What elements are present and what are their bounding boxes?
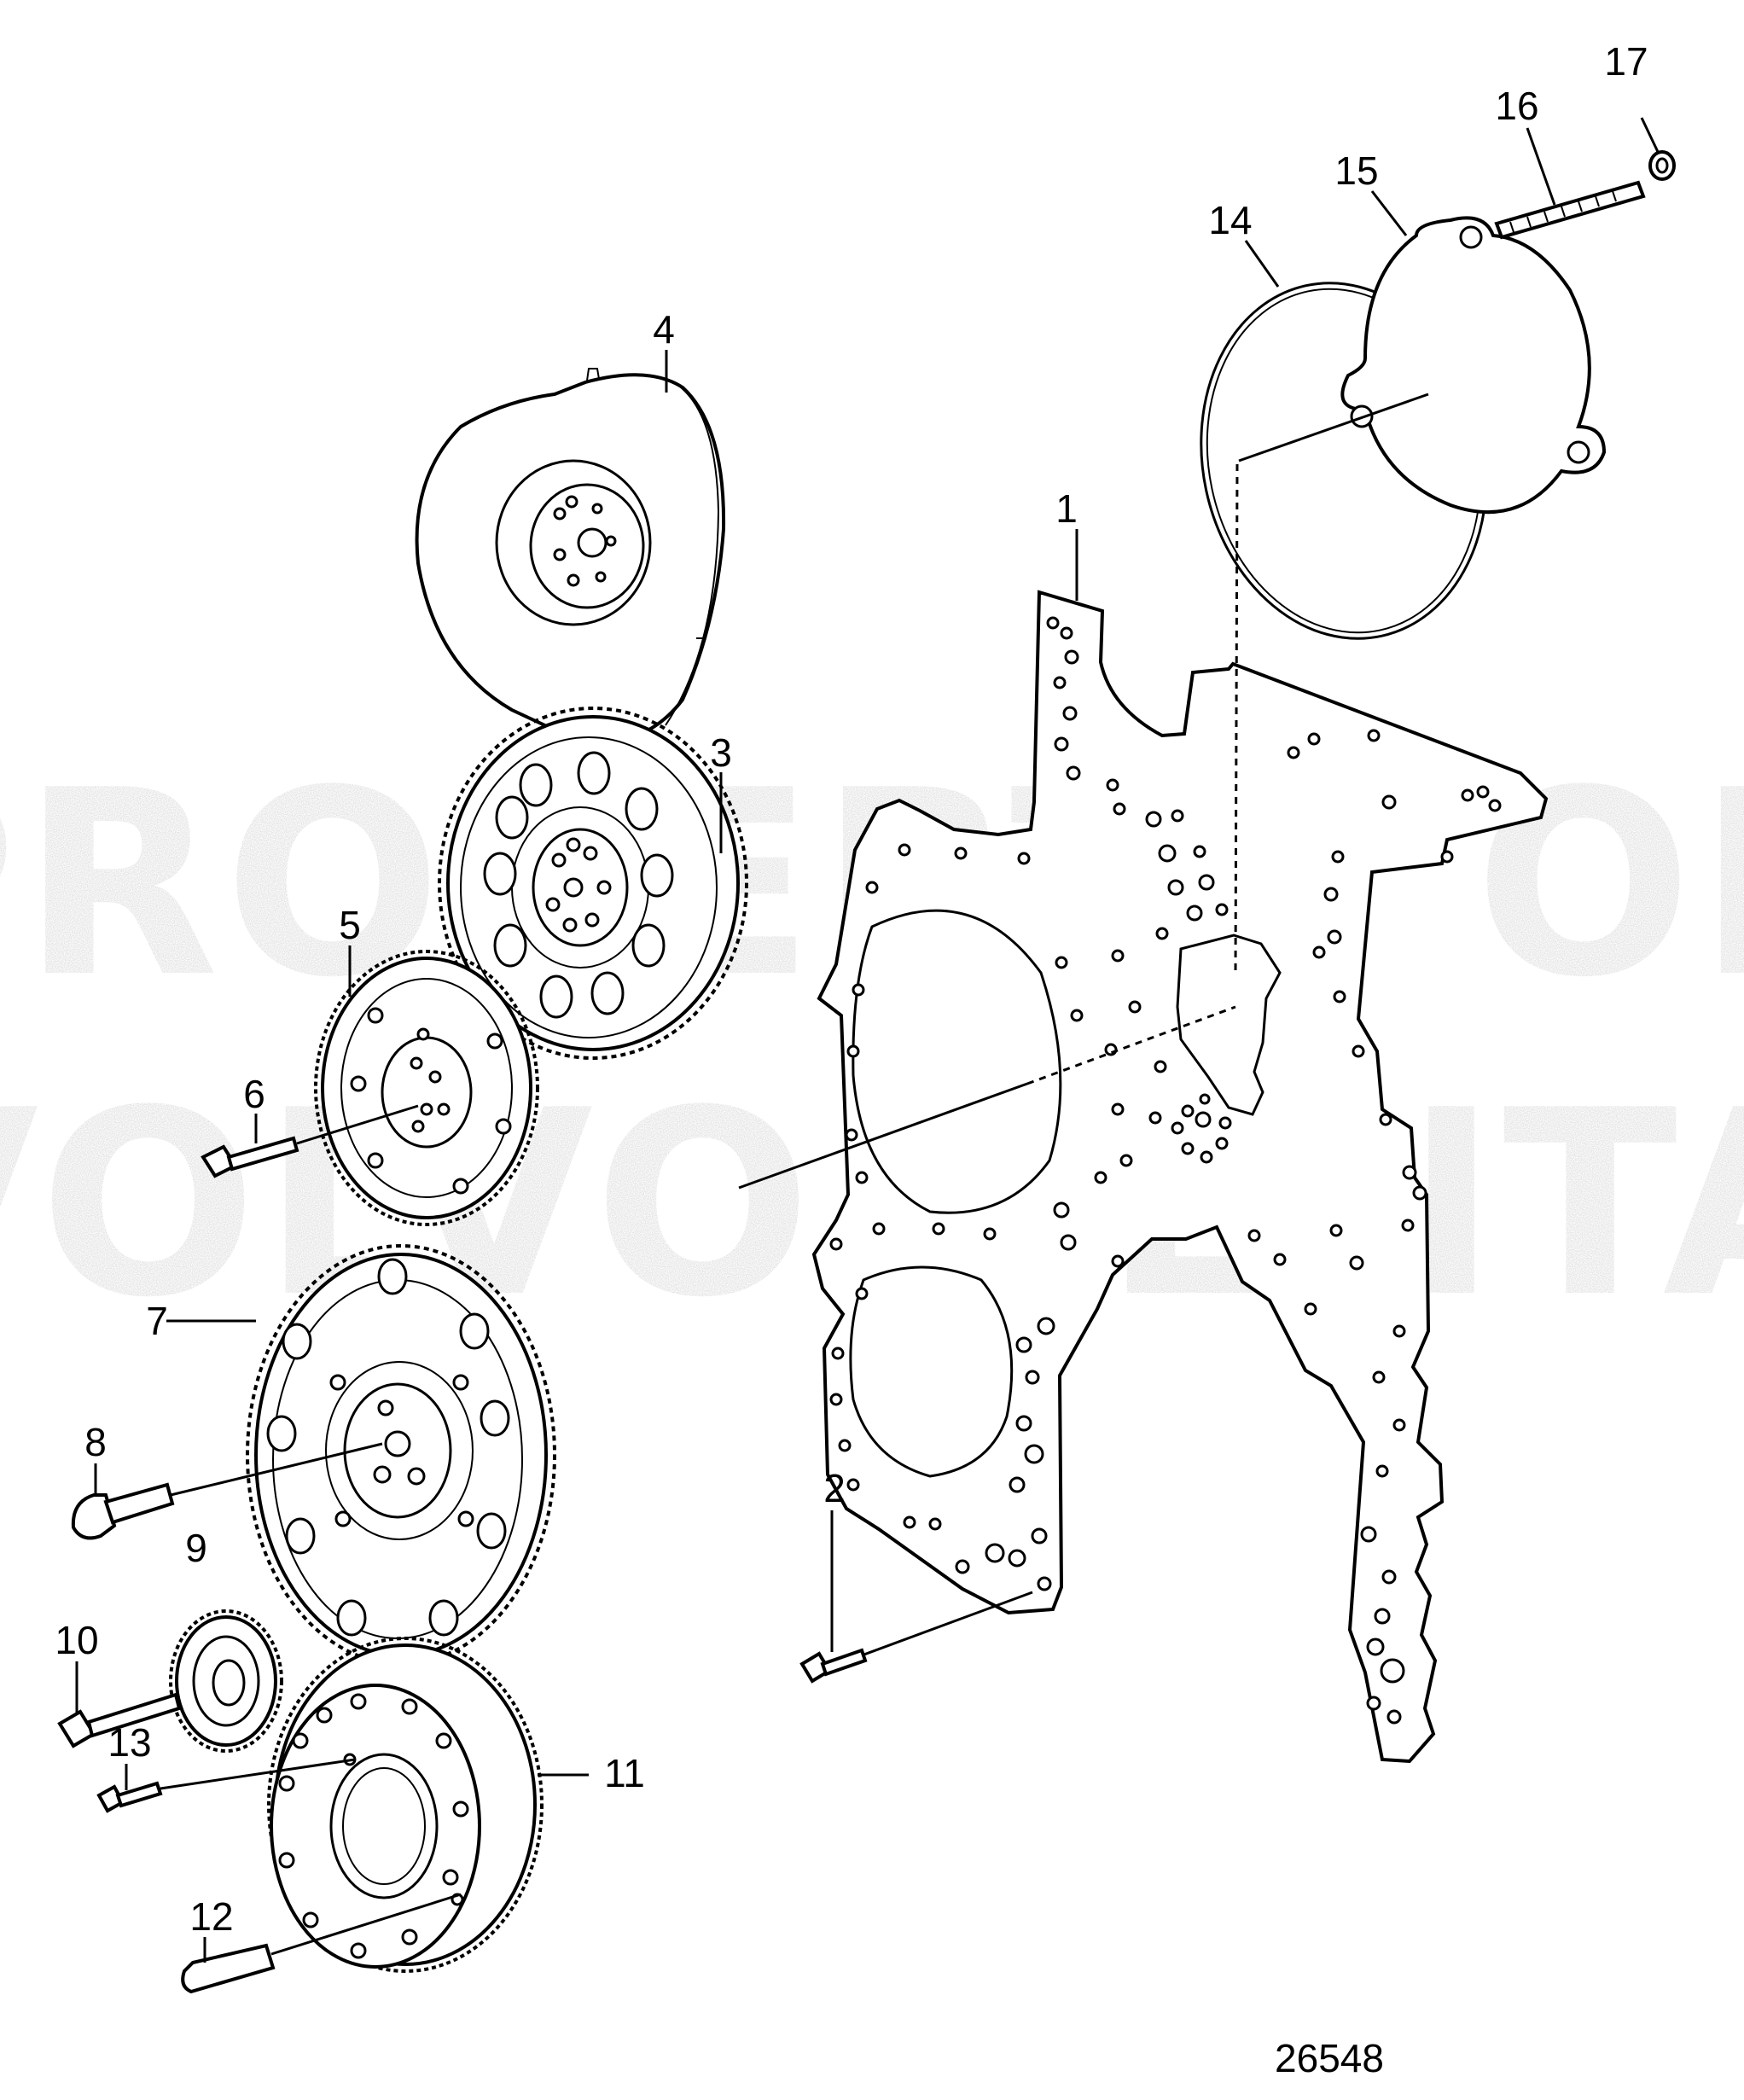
callout-16: 16 [1495, 84, 1538, 128]
part-9-small-gear [169, 1609, 283, 1753]
callout-12: 12 [189, 1894, 233, 1939]
part-3-gear [438, 707, 748, 1060]
part-16-stud [1494, 180, 1646, 240]
callout-1: 1 [1055, 486, 1078, 531]
callout-3: 3 [710, 730, 732, 775]
part-6-bolt [201, 1136, 299, 1178]
callout-17: 17 [1604, 39, 1648, 84]
callout-9: 9 [185, 1526, 207, 1570]
part-5-gear [314, 950, 539, 1226]
callouts: 1 2 3 4 5 6 7 8 9 10 11 12 13 14 15 16 1… [55, 39, 1648, 1939]
part-12-pin [181, 1943, 276, 1994]
callout-14: 14 [1208, 198, 1252, 242]
part-17-nut [1648, 150, 1676, 181]
part-15-cover [1340, 216, 1607, 515]
callout-6: 6 [243, 1072, 265, 1116]
part-11-hub-gear [267, 1637, 544, 1973]
part-2-bolt [799, 1648, 868, 1684]
part-4-disc [415, 368, 726, 743]
part-8-bolt [71, 1482, 175, 1540]
callout-5: 5 [339, 903, 361, 947]
callout-7: 7 [146, 1299, 168, 1343]
callout-11: 11 [604, 1751, 645, 1795]
figure-number: 26548 [1275, 2036, 1384, 2080]
part-1-timing-plate [811, 590, 1549, 1764]
callout-8: 8 [84, 1420, 107, 1464]
callout-2: 2 [823, 1466, 846, 1510]
part-13-screw [96, 1781, 163, 1813]
part-10-bolt [57, 1692, 182, 1748]
callout-13: 13 [108, 1720, 151, 1765]
callout-15: 15 [1334, 148, 1378, 193]
callout-10: 10 [55, 1618, 98, 1662]
leader-lines [75, 117, 1660, 1963]
callout-4: 4 [653, 307, 675, 352]
plate-holes [829, 616, 1502, 1725]
